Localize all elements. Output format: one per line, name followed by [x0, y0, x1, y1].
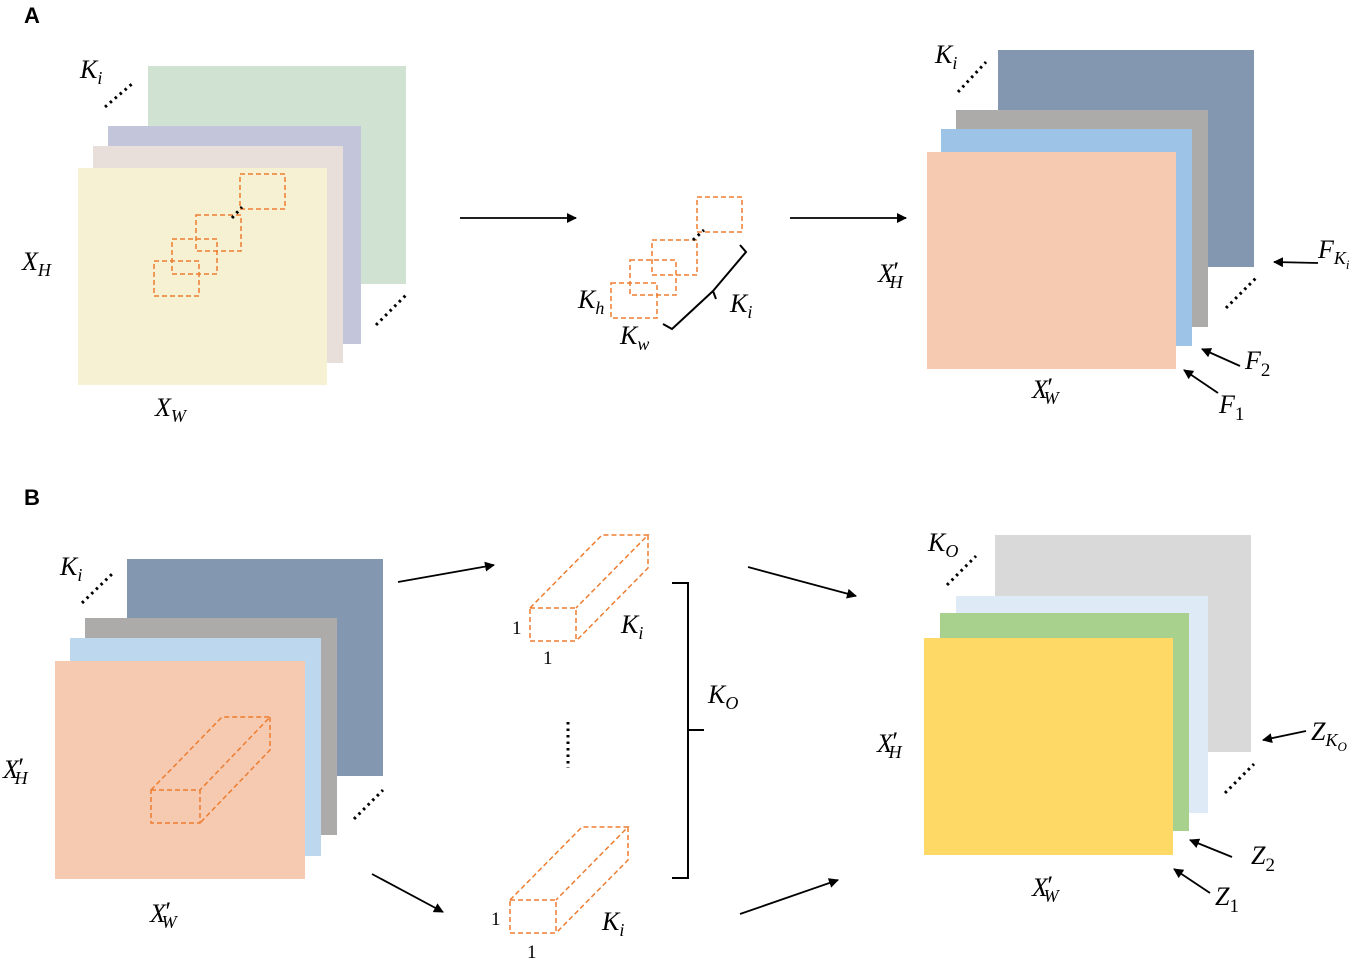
label-input-height: XH [21, 247, 52, 280]
pointwise-cuboid-overlay [150, 716, 272, 824]
panel-b-label: B [24, 485, 40, 510]
label-kernel-bottom-height: 1 [491, 909, 501, 930]
dots-output-bottom [1224, 276, 1258, 310]
output-layer-front [927, 152, 1176, 369]
input-layer-front [78, 168, 327, 385]
input-feature-stack-b [55, 559, 383, 879]
label-filter-2: F2 [1244, 346, 1270, 381]
label-kernel-width: Kw [619, 321, 649, 354]
pointwise-kernel-bottom [509, 826, 630, 934]
label-b-input-height: X′H [2, 753, 29, 788]
arrow-to-z2 [1189, 838, 1233, 858]
pointwise-kernel-top [529, 534, 650, 642]
kernel-count-brace [672, 582, 704, 879]
label-kernel-count: KO [707, 680, 738, 713]
arrow-to-f2 [1201, 348, 1241, 367]
b-input-layer-front [55, 661, 305, 879]
label-output-channels: Ki [934, 40, 957, 73]
arrow-to-f1 [1183, 369, 1219, 394]
kernel-3 [651, 239, 698, 276]
depthwise-output-stack [927, 50, 1254, 369]
dots-b-input-top [80, 572, 114, 605]
dots-input-top [104, 81, 134, 109]
label-output-width: X′W [1031, 373, 1061, 408]
label-b-input-channels: Ki [59, 552, 82, 585]
label-kernel-top-depth: Ki [620, 610, 643, 643]
label-kernel-top-width: 1 [543, 648, 553, 669]
label-b-output-channels: KO [927, 528, 958, 561]
kernel-dots [230, 205, 244, 220]
dots-input-bottom [374, 293, 408, 327]
depthwise-kernels [610, 196, 743, 319]
label-b-input-width: X′W [149, 897, 179, 932]
label-kernel-height: Kh [577, 285, 604, 318]
input-feature-stack-a [78, 66, 406, 385]
kernel-dots-mid [691, 228, 706, 242]
label-output-height: X′H [877, 257, 904, 292]
arrow-to-fki [1273, 257, 1319, 268]
label-filter-ki: FKi [1317, 235, 1350, 272]
kernel-depth-brace [662, 244, 748, 331]
label-kernel-top-height: 1 [512, 618, 522, 639]
arrow-to-zko [1262, 730, 1307, 744]
label-output-z2: Z2 [1251, 841, 1275, 876]
label-output-z1: Z1 [1215, 882, 1239, 917]
label-input-width: XW [154, 393, 188, 426]
arrow-b-2 [371, 873, 444, 913]
kernel-4 [696, 196, 743, 233]
panel-a-label: A [24, 3, 40, 28]
label-kernel-bottom-depth: Ki [601, 907, 624, 940]
label-filter-1: F1 [1218, 390, 1244, 425]
dots-b-output-bottom [1223, 762, 1256, 795]
b-output-layer-front [924, 638, 1173, 855]
kernel-1 [610, 282, 658, 319]
dots-b-input-bottom [352, 788, 385, 821]
label-output-zko: ZKO [1311, 717, 1347, 754]
arrow-to-z1 [1173, 868, 1211, 894]
label-kernel-depth: Ki [729, 289, 752, 322]
dots-output-top [956, 60, 988, 94]
label-input-channels: Ki [79, 55, 102, 88]
arrow-b-3 [747, 566, 857, 599]
arrow-b-1 [397, 561, 495, 583]
label-b-output-width: X′W [1031, 871, 1061, 906]
kernel-2 [629, 259, 677, 296]
pointwise-output-stack [924, 535, 1251, 855]
label-kernel-bottom-width: 1 [527, 942, 537, 962]
arrow-b-4 [739, 878, 839, 915]
dots-b-output-top [945, 554, 978, 587]
kernel-window-3 [195, 214, 242, 252]
label-b-output-height: X′H [876, 727, 903, 762]
